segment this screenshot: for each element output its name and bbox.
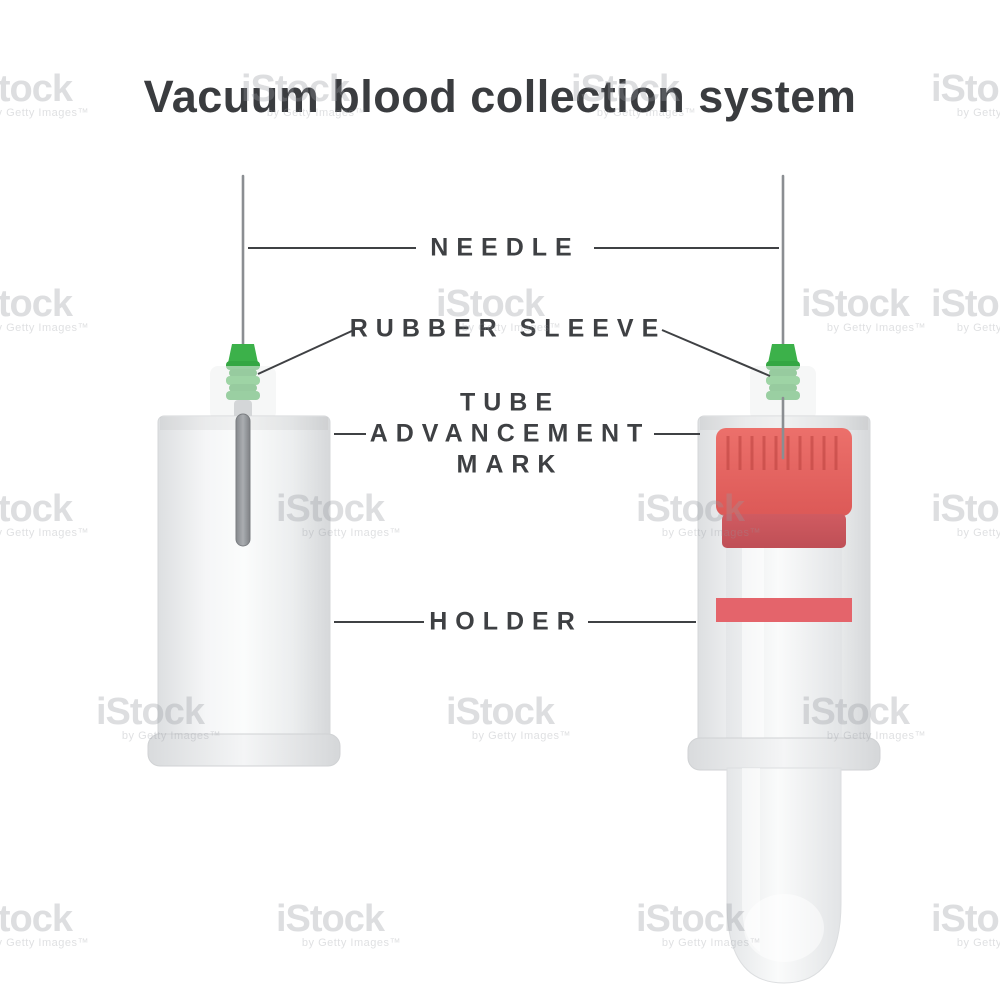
vacuum-tube bbox=[716, 396, 852, 746]
tube-advancement-mark-label: TUBE ADVANCEMENT MARK bbox=[370, 388, 651, 481]
tube-label-stripe bbox=[716, 598, 852, 622]
needle-hub-left bbox=[228, 344, 258, 363]
tube-cap-skirt bbox=[722, 514, 846, 548]
holder-neck-left bbox=[210, 366, 276, 420]
needle-label: NEEDLE bbox=[430, 233, 580, 262]
rubber-sleeve-leader-right bbox=[661, 329, 771, 377]
holder-flange-right bbox=[687, 737, 881, 771]
tube-exposed bbox=[726, 767, 842, 984]
holder-label: HOLDER bbox=[429, 607, 583, 636]
tube-advancement-mark-line3: MARK bbox=[456, 450, 564, 479]
tube-advancement-mark-line2: ADVANCEMENT bbox=[369, 419, 651, 448]
rubber-sleeve-leader-left bbox=[257, 329, 355, 375]
leader-lines bbox=[248, 247, 779, 623]
tube-cap bbox=[716, 428, 852, 516]
holder-left bbox=[147, 366, 341, 767]
tube-shine bbox=[742, 540, 764, 746]
holder-flange-left bbox=[147, 733, 341, 767]
page-title: Vacuum blood collection system bbox=[143, 71, 857, 122]
tube-bottom-highlight bbox=[744, 894, 824, 962]
tube-cap-ridges bbox=[726, 436, 838, 470]
needle-hub-right bbox=[768, 344, 798, 363]
tube-advancement-mark-line1: TUBE bbox=[459, 388, 561, 417]
holder-right bbox=[687, 366, 881, 984]
rubber-sleeve-label: RUBBER SLEEVE bbox=[349, 314, 667, 343]
inner-needle-sheath bbox=[235, 413, 251, 547]
holder-neck-right bbox=[750, 366, 816, 420]
